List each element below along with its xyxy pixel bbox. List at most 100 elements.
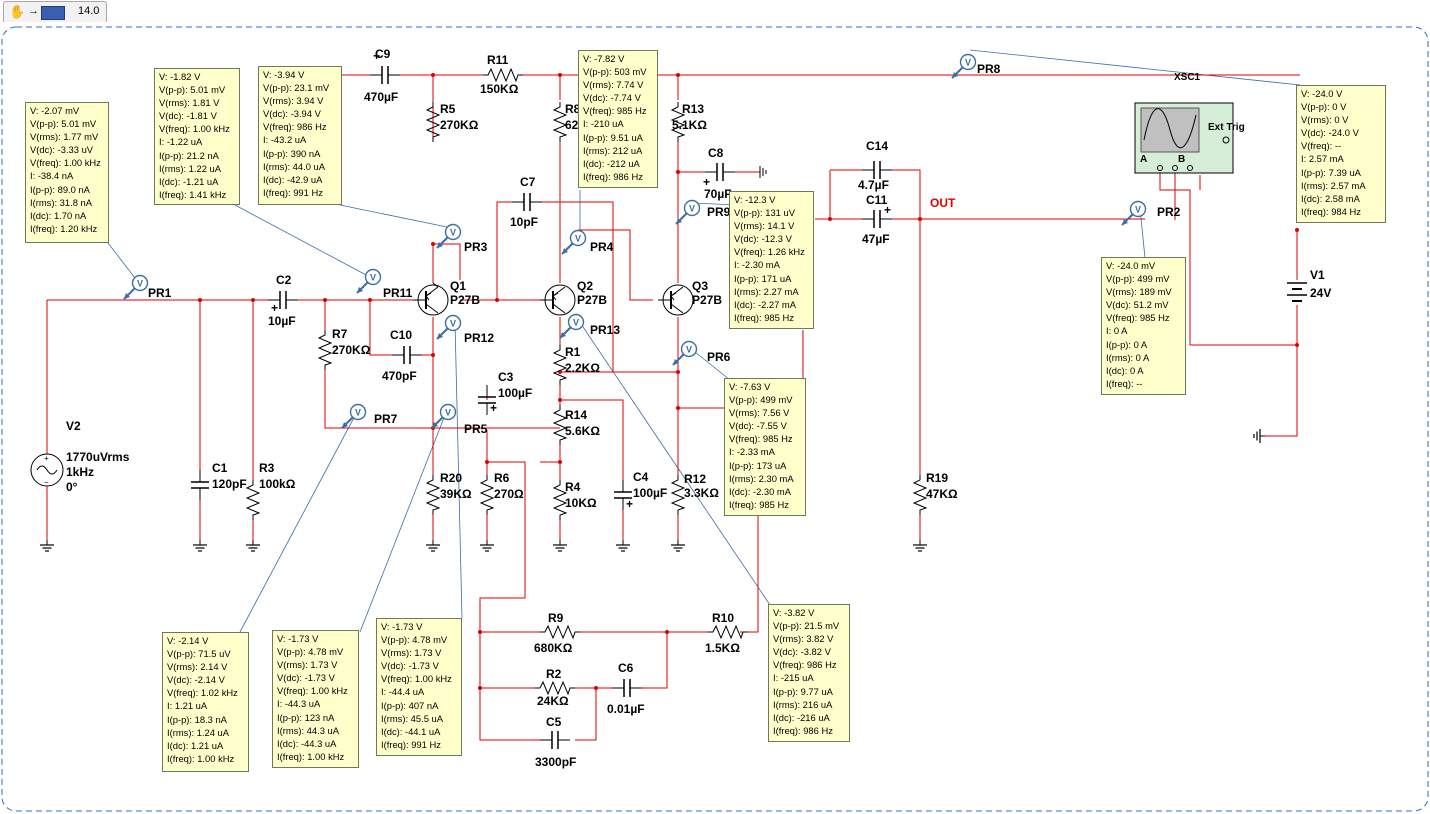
probe-reading-line: I: -2.33 mA <box>729 446 775 458</box>
svg-text:+: + <box>373 49 380 63</box>
out-label: OUT <box>930 196 956 210</box>
resistor-R1[interactable]: R12.2KΩ <box>553 344 600 386</box>
probe-PR12[interactable]: PR12 <box>436 314 494 346</box>
svg-text:+: + <box>626 497 633 511</box>
svg-text:10KΩ: 10KΩ <box>565 496 597 510</box>
svg-text:R6: R6 <box>494 471 510 485</box>
probe-reading-line: I: 2.57 mA <box>1301 153 1344 165</box>
probe-PR1[interactable]: PR1 <box>123 274 172 301</box>
probe-reading-line: I(p-p): 171 uA <box>734 272 792 284</box>
probe-reading-line: V: -24.0 mV <box>1106 260 1156 271</box>
svg-text:5.6KΩ: 5.6KΩ <box>565 424 600 438</box>
svg-text:R1: R1 <box>565 345 581 359</box>
probe-reading-line: I(dc): -2.27 mA <box>734 298 796 310</box>
svg-text:+: + <box>884 203 891 217</box>
svg-text:470µF: 470µF <box>364 90 398 104</box>
probe-PR6[interactable]: PR6 <box>672 340 731 366</box>
svg-text:PR8: PR8 <box>977 62 1001 76</box>
resistor-R14[interactable]: R14 5.6KΩ <box>553 404 600 446</box>
probe-PR2[interactable]: PR2 <box>1121 200 1181 226</box>
junction-dots <box>198 73 1299 690</box>
probe-reading-line: V(freq): 1.00 kHz <box>277 685 348 697</box>
capacitor-C6[interactable]: C60.01µF <box>607 661 645 716</box>
svg-text:R7: R7 <box>332 327 348 341</box>
svg-text:B: B <box>1178 154 1185 165</box>
svg-text:XSC1: XSC1 <box>1174 72 1201 83</box>
sheet-tab[interactable]: ✋ → 14.0 <box>3 1 107 22</box>
probe-reading-line: I(dc): -44.1 uA <box>381 725 441 737</box>
hand-icon: ✋ <box>9 4 26 19</box>
svg-text:Q2: Q2 <box>577 279 593 293</box>
probe-reading-line: V(freq): 985 Hz <box>1106 312 1170 324</box>
probe-reading-line: V(rms): 3.82 V <box>773 633 834 645</box>
probe-reading-line: I: -38.4 nA <box>30 170 74 182</box>
svg-text:PR13: PR13 <box>590 323 620 337</box>
svg-text:C1: C1 <box>212 461 228 475</box>
schematic-frame <box>1 26 1429 812</box>
probe-PR11[interactable]: PR11 <box>356 268 413 301</box>
probe-PR7[interactable]: PR7 <box>341 403 398 429</box>
svg-text:PR6: PR6 <box>707 350 731 364</box>
probe-reading-line: I: -210 uA <box>583 118 624 130</box>
svg-text:P27B: P27B <box>692 293 722 307</box>
probe-PR4[interactable]: PR4 <box>561 229 614 255</box>
probe-reading-line: I(dc): 1.21 uA <box>167 739 224 751</box>
probe-reading-line: V(freq): 985 Hz <box>729 433 793 445</box>
probe-reading-line: V: -3.94 V <box>263 69 305 80</box>
probe-reading-line: V(p-p): 71.5 uV <box>167 648 231 660</box>
svg-text:C8: C8 <box>708 146 724 160</box>
svg-text:5.1KΩ: 5.1KΩ <box>672 118 707 132</box>
probe-reading-line: V: -24.0 V <box>1301 88 1343 99</box>
probe-reading-line: I(freq): 985 Hz <box>729 498 789 510</box>
probe-PR3[interactable]: PR3 <box>436 223 488 255</box>
probe-PR5[interactable]: PR5 <box>431 403 488 437</box>
svg-text:PR2: PR2 <box>1157 205 1181 219</box>
probe-reading-line: V(dc): -7.74 V <box>583 92 641 104</box>
probe-PR8[interactable]: PR8 <box>951 53 1001 79</box>
probe-PR13[interactable]: PR13 <box>559 313 620 339</box>
probe-reading-line: V(p-p): 4.78 mV <box>277 646 344 658</box>
probe-reading-line: V(p-p): 499 mV <box>729 394 793 406</box>
probe-reading-line: V(freq): 1.26 kHz <box>734 246 805 258</box>
probe-PR9[interactable]: PR9 <box>675 199 731 225</box>
oscilloscope-XSC1[interactable]: Ext Trig A B XSC1 <box>1134 72 1245 174</box>
probe-reading-line: V(freq): 1.00 kHz <box>30 157 101 169</box>
probe-reading-line: I(rms): 2.27 mA <box>734 285 799 297</box>
svg-text:A: A <box>1140 154 1147 165</box>
svg-text:+: + <box>44 454 49 463</box>
svg-text:R14: R14 <box>565 408 587 422</box>
